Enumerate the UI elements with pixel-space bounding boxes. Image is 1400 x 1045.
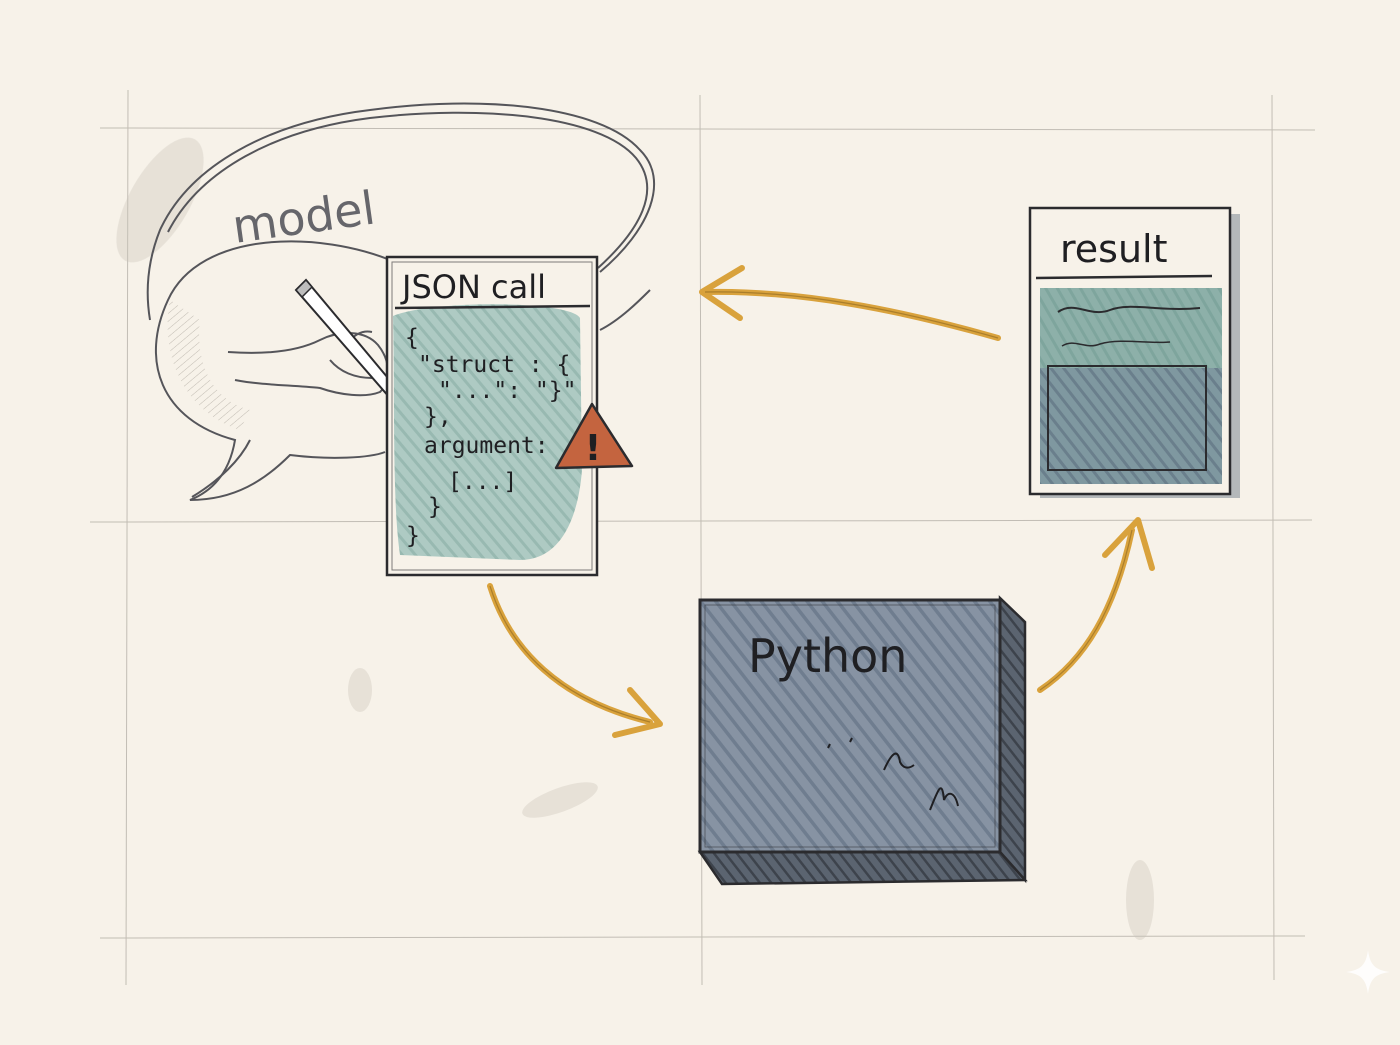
arrow-python-to-result-head bbox=[1102, 517, 1155, 571]
json-card-divider bbox=[394, 304, 591, 310]
arrow-json-to-python bbox=[487, 583, 653, 725]
result-detail-box bbox=[1047, 365, 1207, 471]
code-line: [...] bbox=[448, 469, 517, 495]
json-call-card: JSON call { "struct : { "...": "}" }, ar… bbox=[385, 255, 599, 577]
result-card-divider bbox=[1035, 274, 1213, 280]
json-card-fill bbox=[393, 304, 582, 560]
python-box: Python bbox=[697, 595, 1028, 886]
result-summary-fill bbox=[1040, 288, 1222, 368]
arrow-result-to-json-head bbox=[699, 265, 745, 321]
python-scribbles bbox=[827, 737, 959, 811]
json-card-title: JSON call bbox=[400, 268, 546, 306]
paper-smudges bbox=[116, 137, 1154, 940]
result-card: result bbox=[1028, 206, 1240, 498]
code-line: "struct : { bbox=[418, 352, 570, 378]
result-card-title: result bbox=[1060, 227, 1168, 271]
code-line: }, bbox=[424, 404, 452, 430]
model-speech-bubble bbox=[146, 102, 656, 501]
code-line: argument: bbox=[424, 433, 549, 459]
sparkle-icon bbox=[1346, 950, 1390, 994]
result-scribble-line bbox=[1061, 340, 1171, 347]
code-line: } bbox=[428, 494, 442, 520]
json-code-block: { "struct : { "...": "}" }, argument: [.… bbox=[405, 325, 576, 549]
code-line: } bbox=[406, 523, 420, 549]
python-label: Python bbox=[748, 629, 907, 683]
grid-lines bbox=[89, 89, 1316, 986]
python-box-side bbox=[998, 595, 1027, 884]
warning-symbol: ! bbox=[585, 428, 601, 469]
bubble-shading bbox=[167, 300, 250, 430]
warning-triangle-icon: ! bbox=[554, 402, 634, 470]
result-scribble-line bbox=[1057, 305, 1201, 314]
python-box-front bbox=[698, 598, 1002, 854]
code-line: "...": "}" bbox=[438, 378, 576, 404]
arrow-outlines bbox=[489, 291, 1133, 723]
arrow-python-to-result bbox=[1037, 527, 1135, 693]
arrow-result-to-json bbox=[702, 288, 1001, 341]
result-detail-fill bbox=[1040, 368, 1222, 484]
python-box-bottom bbox=[697, 850, 1028, 886]
code-line: { bbox=[405, 325, 419, 351]
model-label: model bbox=[229, 180, 378, 253]
arrow-json-to-python-head bbox=[612, 687, 663, 738]
